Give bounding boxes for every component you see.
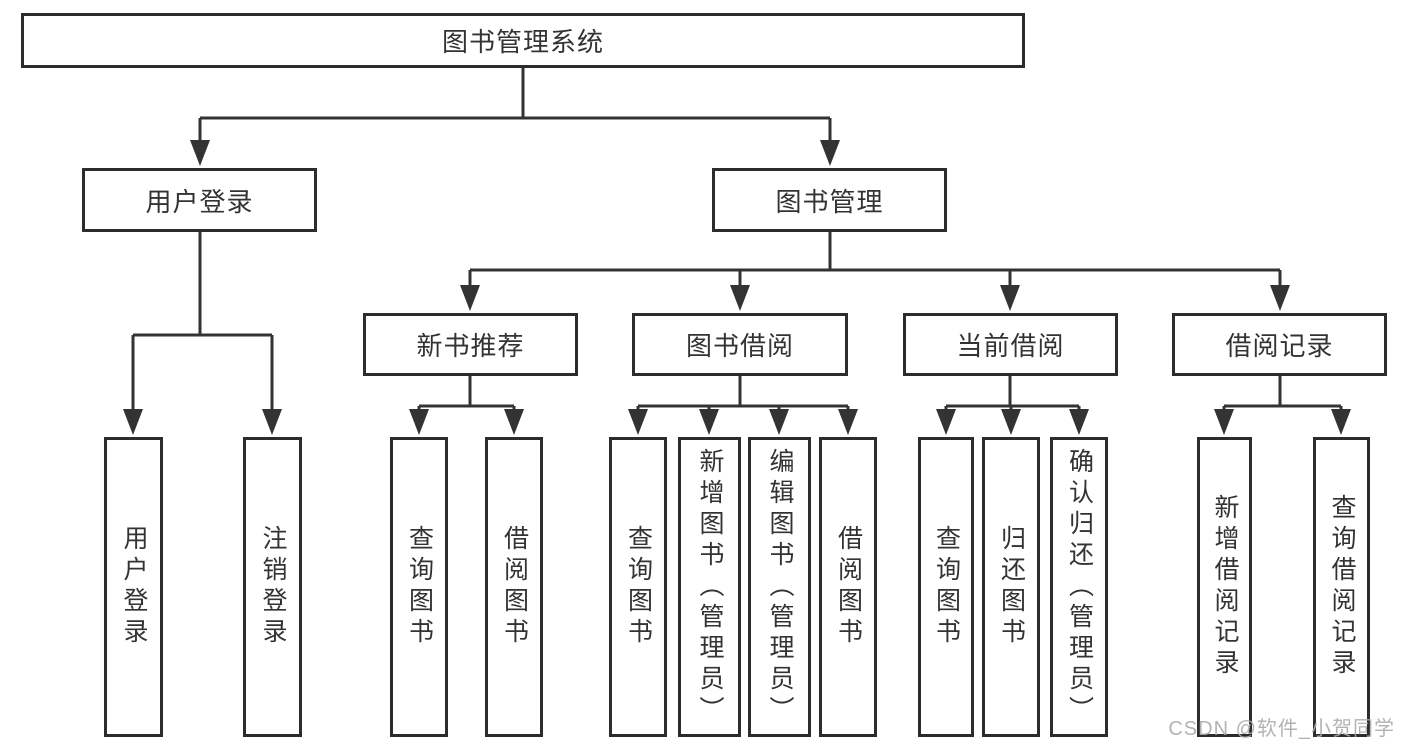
- node-new-book-recommendation: 新书推荐: [363, 313, 578, 376]
- leaf-user-login: 用户登录: [104, 437, 163, 737]
- leaf-user-login-label: 用户登录: [120, 525, 148, 649]
- node-book-borrowing: 图书借阅: [632, 313, 848, 376]
- leaf-recommend-borrow-book: 借阅图书: [485, 437, 543, 737]
- leaf-recommend-borrow-book-label: 借阅图书: [500, 525, 529, 649]
- node-library-system: 图书管理系统: [21, 13, 1025, 68]
- leaf-add-book-admin: 新增图书（管理员）: [678, 437, 741, 737]
- node-user-login-label: 用户登录: [145, 186, 254, 217]
- node-current-borrowing: 当前借阅: [903, 313, 1118, 376]
- leaf-return-book: 归还图书: [982, 437, 1040, 737]
- watermark: CSDN @软件_小贺同学: [1168, 718, 1395, 740]
- leaf-return-book-label: 归还图书: [997, 525, 1026, 649]
- leaf-query-borrow-record: 查询借阅记录: [1313, 437, 1370, 737]
- node-user-login: 用户登录: [82, 168, 317, 232]
- node-book-borrowing-label: 图书借阅: [685, 331, 794, 361]
- leaf-logout: 注销登录: [243, 437, 302, 737]
- leaf-add-book-admin-label: 新增图书（管理员）: [696, 447, 724, 727]
- leaf-borrowing-borrow-book-label: 借阅图书: [834, 525, 863, 649]
- node-new-book-recommendation-label: 新书推荐: [416, 331, 525, 361]
- node-book-management: 图书管理: [712, 168, 947, 232]
- leaf-current-query-book: 查询图书: [918, 437, 974, 737]
- leaf-edit-book-admin-label: 编辑图书（管理员）: [766, 447, 794, 727]
- node-book-management-label: 图书管理: [775, 186, 884, 217]
- leaf-confirm-return-admin: 确认归还（管理员）: [1050, 437, 1108, 737]
- leaf-edit-book-admin: 编辑图书（管理员）: [748, 437, 811, 737]
- leaf-logout-label: 注销登录: [259, 525, 287, 649]
- leaf-confirm-return-admin-label: 确认归还（管理员）: [1065, 447, 1094, 727]
- leaf-add-borrow-record: 新增借阅记录: [1197, 437, 1252, 737]
- leaf-recommend-query-book-label: 查询图书: [405, 525, 434, 649]
- node-borrowing-records-label: 借阅记录: [1225, 331, 1334, 361]
- leaf-borrowing-borrow-book: 借阅图书: [819, 437, 877, 737]
- leaf-borrowing-query-book-label: 查询图书: [624, 525, 653, 649]
- leaf-query-borrow-record-label: 查询借阅记录: [1328, 494, 1356, 680]
- leaf-add-borrow-record-label: 新增借阅记录: [1211, 494, 1239, 680]
- leaf-borrowing-query-book: 查询图书: [609, 437, 667, 737]
- node-borrowing-records: 借阅记录: [1172, 313, 1387, 376]
- leaf-current-query-book-label: 查询图书: [932, 525, 961, 649]
- leaf-recommend-query-book: 查询图书: [390, 437, 448, 737]
- node-current-borrowing-label: 当前借阅: [956, 331, 1065, 361]
- node-library-system-label: 图书管理系统: [441, 27, 604, 57]
- arrowheads: [123, 140, 1351, 435]
